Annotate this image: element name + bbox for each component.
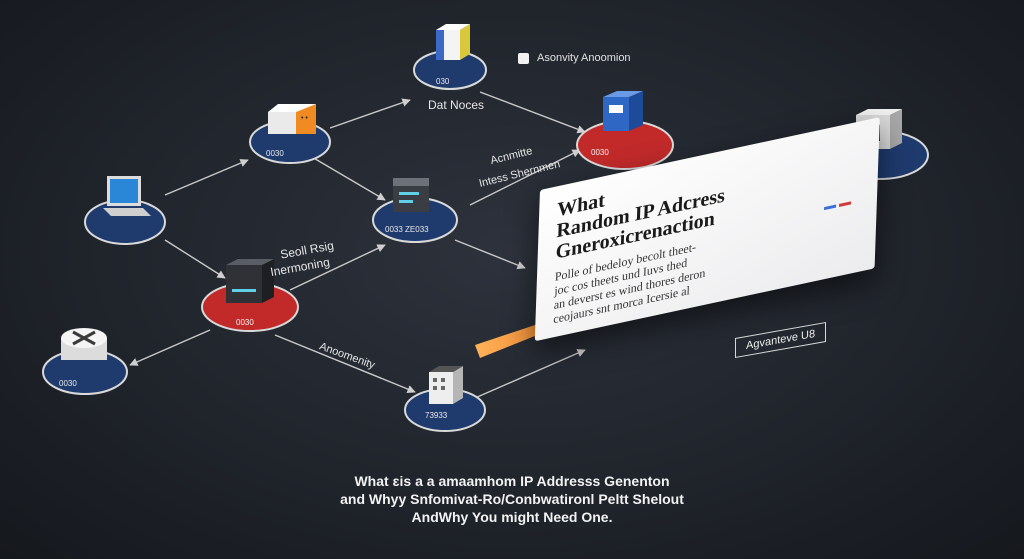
- connector: [329, 98, 411, 129]
- node-code: 73933: [425, 411, 448, 420]
- node-red-server[interactable]: 0030: [201, 259, 299, 332]
- caption: What ɛis a a amaamhom IP Addresss Genent…: [0, 472, 1024, 526]
- connector: [474, 349, 586, 399]
- connector: [289, 244, 386, 291]
- caption-line: and Whyy Snfomivat-Ro/Conbwatironl Peltt…: [340, 491, 684, 507]
- database-icon: [436, 24, 470, 60]
- node-building[interactable]: 73933: [404, 366, 486, 432]
- label-dat-noces: Dat Noces: [428, 98, 485, 112]
- legend-checkbox[interactable]: [518, 52, 529, 64]
- node-code: 0030: [266, 149, 284, 158]
- node-code: 0030: [591, 148, 609, 157]
- node-laptop[interactable]: [84, 176, 166, 245]
- connector: [129, 329, 211, 366]
- server-icon: • •: [268, 104, 316, 134]
- server-icon: [226, 259, 274, 303]
- building-icon: [429, 366, 463, 404]
- node-code: 0033 ZE033: [385, 225, 429, 234]
- node-code: 0030: [236, 318, 254, 327]
- node-blue-box[interactable]: 0030: [576, 91, 674, 170]
- svg-text:• •: • •: [301, 115, 308, 122]
- node-code: 0030: [59, 379, 77, 388]
- cube-icon: [603, 91, 643, 131]
- connector: [454, 239, 526, 270]
- caption-line: What ɛis a a amaamhom IP Addresss Genent…: [354, 473, 670, 489]
- node-top-db[interactable]: 030: [413, 24, 487, 90]
- caption-line: AndWhy You might Need One.: [411, 509, 613, 525]
- connector: [164, 239, 226, 279]
- node-router-center[interactable]: 0033 ZE033: [372, 178, 458, 243]
- legend: Asonvity Anoomion: [518, 52, 631, 64]
- legend-label: Asonvity Anoomion: [537, 52, 631, 64]
- connector: [469, 149, 581, 206]
- laptop-icon: [103, 176, 151, 216]
- connector: [164, 159, 249, 196]
- connector: [274, 334, 416, 394]
- node-cross-cyl[interactable]: 0030: [42, 328, 128, 395]
- node-ring: [84, 199, 166, 245]
- cross-icon: [61, 328, 107, 360]
- node-server-orange[interactable]: • • 0030: [249, 104, 331, 164]
- router-icon: [393, 178, 429, 212]
- node-code: 030: [436, 77, 450, 86]
- connector: [479, 91, 586, 134]
